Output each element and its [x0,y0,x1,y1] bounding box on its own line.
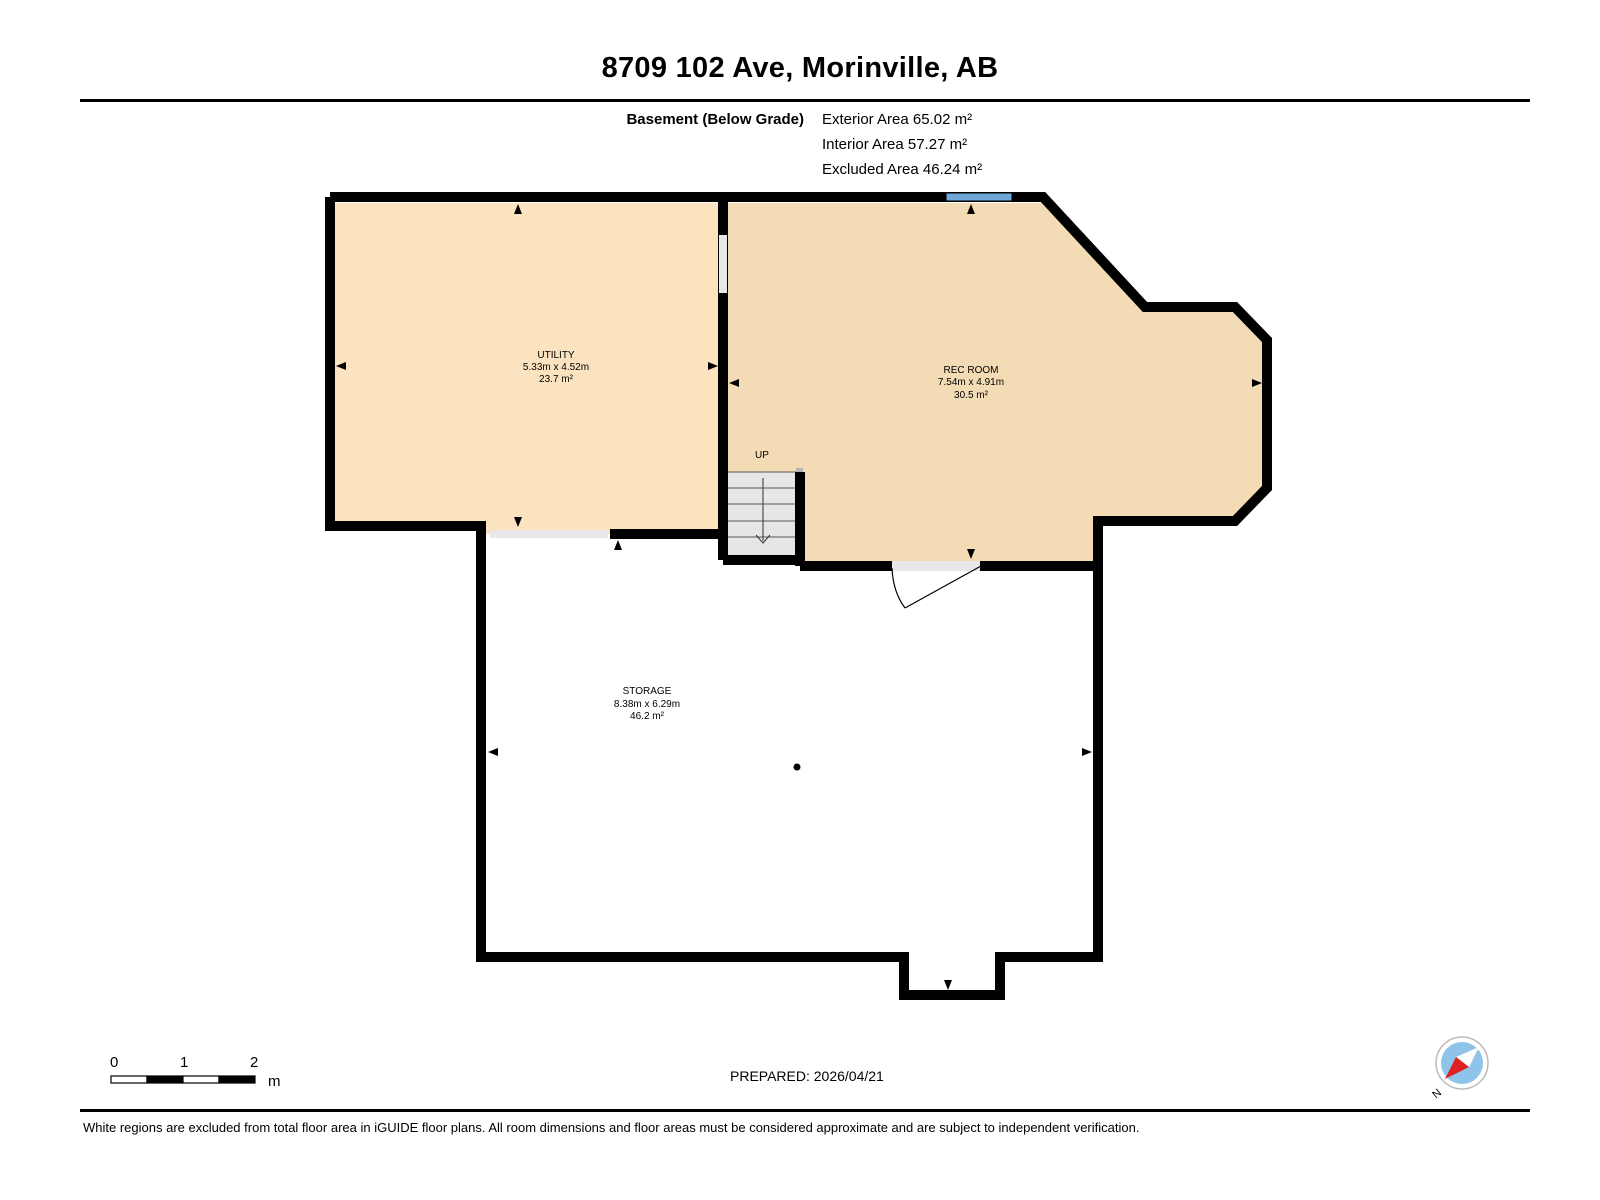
room-dimensions: 8.38m x 6.29m [614,699,680,710]
room-area: 46.2 m² [630,711,665,722]
storage-opening [490,530,608,538]
scale-tick-1: 1 [180,1054,189,1071]
utility-room-fill [330,203,723,534]
exterior-area: Exterior Area 65.02 m² [822,111,973,128]
excluded-area: Excluded Area 46.24 m² [822,161,983,178]
page-title: 8709 102 Ave, Morinville, AB [601,52,999,84]
compass-north-label: N [1432,1087,1444,1100]
utility-rec-opening [719,235,727,293]
rec-room-fill [723,203,1267,561]
floor-label: Basement (Below Grade) [626,111,804,128]
rec-room-window [945,192,1013,202]
room-area: 30.5 m² [954,390,989,401]
dimension-markers [336,204,1262,990]
stairs-up-label: UP [755,450,769,461]
scale-unit: m [268,1073,281,1090]
prepared-date: PREPARED: 2026/04/21 [730,1068,884,1084]
room-name: REC ROOM [944,365,999,376]
door-swing [891,565,982,609]
storage-room-label: STORAGE 8.38m x 6.29m 46.2 m² [614,686,680,722]
room-dimensions: 5.33m x 4.52m [523,362,589,373]
room-dimensions: 7.54m x 4.91m [938,377,1004,388]
rec-room-label: REC ROOM 7.54m x 4.91m 30.5 m² [938,365,1004,401]
disclaimer: White regions are excluded from total fl… [83,1120,1140,1135]
scale-graphic [110,1075,256,1084]
footer-divider [80,1109,1530,1112]
compass-icon: N [1432,1036,1489,1100]
interior-area: Interior Area 57.27 m² [822,136,968,153]
room-name: STORAGE [623,686,672,697]
storage-center-dot [793,763,801,771]
scale-tick-0: 0 [110,1054,119,1071]
title-divider [80,99,1530,102]
room-name: UTILITY [537,350,575,361]
utility-room-label: UTILITY 5.33m x 4.52m 23.7 m² [523,350,589,385]
rec-room-door-opening [892,561,980,571]
scale-tick-2: 2 [250,1054,259,1071]
room-area: 23.7 m² [539,374,574,385]
stairs [728,468,803,555]
